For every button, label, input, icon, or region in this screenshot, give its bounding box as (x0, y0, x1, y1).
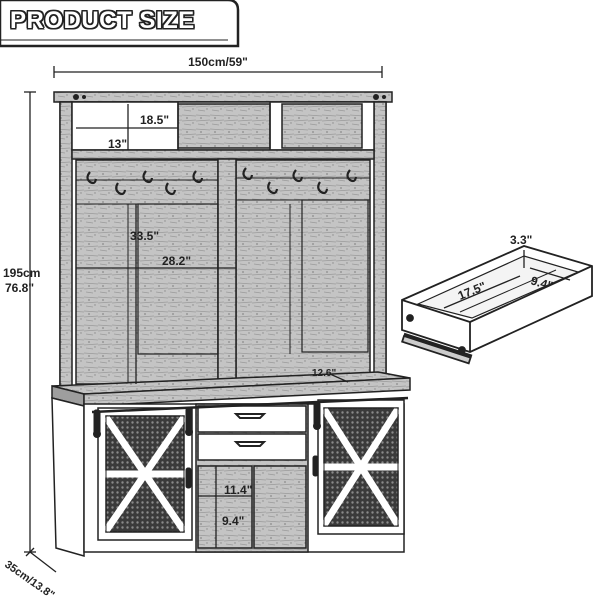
door-hardware (91, 396, 409, 489)
coat-hooks (86, 167, 358, 196)
hook-section-height-label: 33.5" (130, 229, 159, 243)
cubby-width-label: 11.4" (224, 483, 252, 497)
hutch (53, 91, 393, 387)
barn-door-brace-edges (105, 407, 399, 533)
drawer-inset (401, 245, 593, 365)
hook-9 (317, 181, 329, 195)
hook-section-width-label: 28.2" (162, 254, 191, 268)
shelf-width-label: 18.5" (140, 113, 169, 127)
banner-title: PRODUCT SIZE (10, 7, 195, 34)
crown-hardware (73, 94, 386, 100)
drawer-height-label: 3.3" (510, 233, 532, 247)
height-in-label: 76.8" (5, 281, 34, 295)
hook-7 (267, 181, 279, 195)
drawer-width-label: 9.4" (529, 273, 554, 293)
height-cm-label: 195cm (3, 266, 40, 280)
hook-5 (192, 170, 204, 184)
width-label: 150cm/59" (188, 55, 248, 69)
hook-1 (86, 171, 98, 185)
barn-door-braces (102, 407, 402, 533)
top-depth-label: 12.6" (312, 368, 336, 379)
dimension-lines (24, 66, 571, 573)
hook-10 (346, 169, 358, 183)
shelf-height-label: 13" (108, 137, 127, 151)
hook-4 (165, 182, 177, 196)
banner-shape (0, 0, 240, 48)
depth-label: 35cm/13.8" (2, 559, 56, 600)
hook-8 (292, 169, 304, 183)
drawer-handles (233, 413, 267, 447)
hook-2 (115, 182, 127, 196)
hook-3 (142, 170, 154, 184)
hook-6 (242, 167, 254, 181)
cubby-height-label: 9.4" (222, 514, 244, 528)
product-size-banner: PRODUCT SIZE (0, 0, 238, 46)
